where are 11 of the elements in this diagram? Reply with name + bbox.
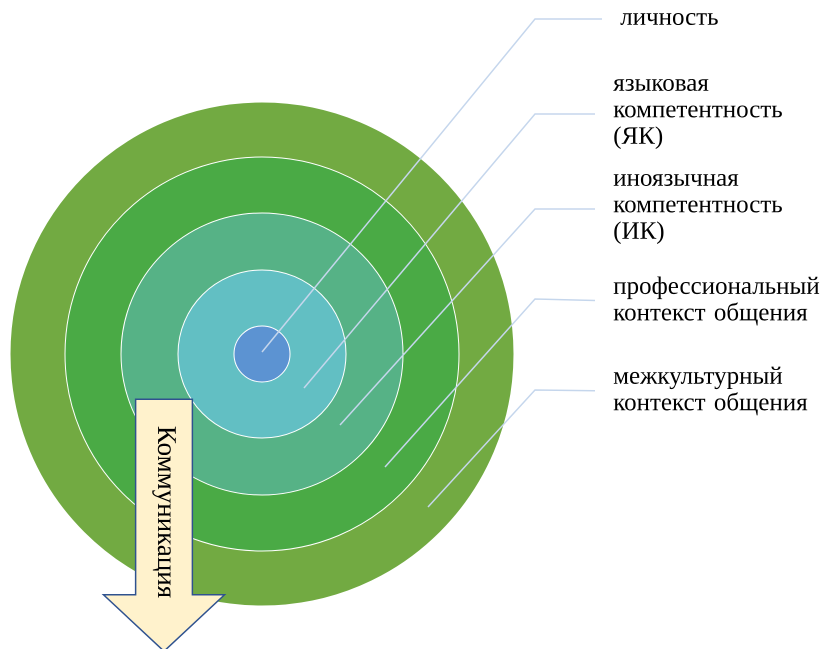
- callout-label: профессиональный контекст общения: [614, 276, 820, 326]
- leader-line: [384, 298, 596, 468]
- callout-label: иноязычная компетентность (ИК): [614, 174, 782, 244]
- leader-line: [261, 18, 602, 352]
- leader-line: [303, 113, 595, 388]
- leader-line: [427, 389, 596, 508]
- target-ring: [234, 326, 290, 382]
- callout-label: личность: [620, 12, 718, 26]
- callout-label: языковая компетентность (ЯК): [613, 78, 782, 150]
- leader-line: [339, 208, 595, 426]
- callout-label: межкультурный контекст общения: [614, 366, 808, 416]
